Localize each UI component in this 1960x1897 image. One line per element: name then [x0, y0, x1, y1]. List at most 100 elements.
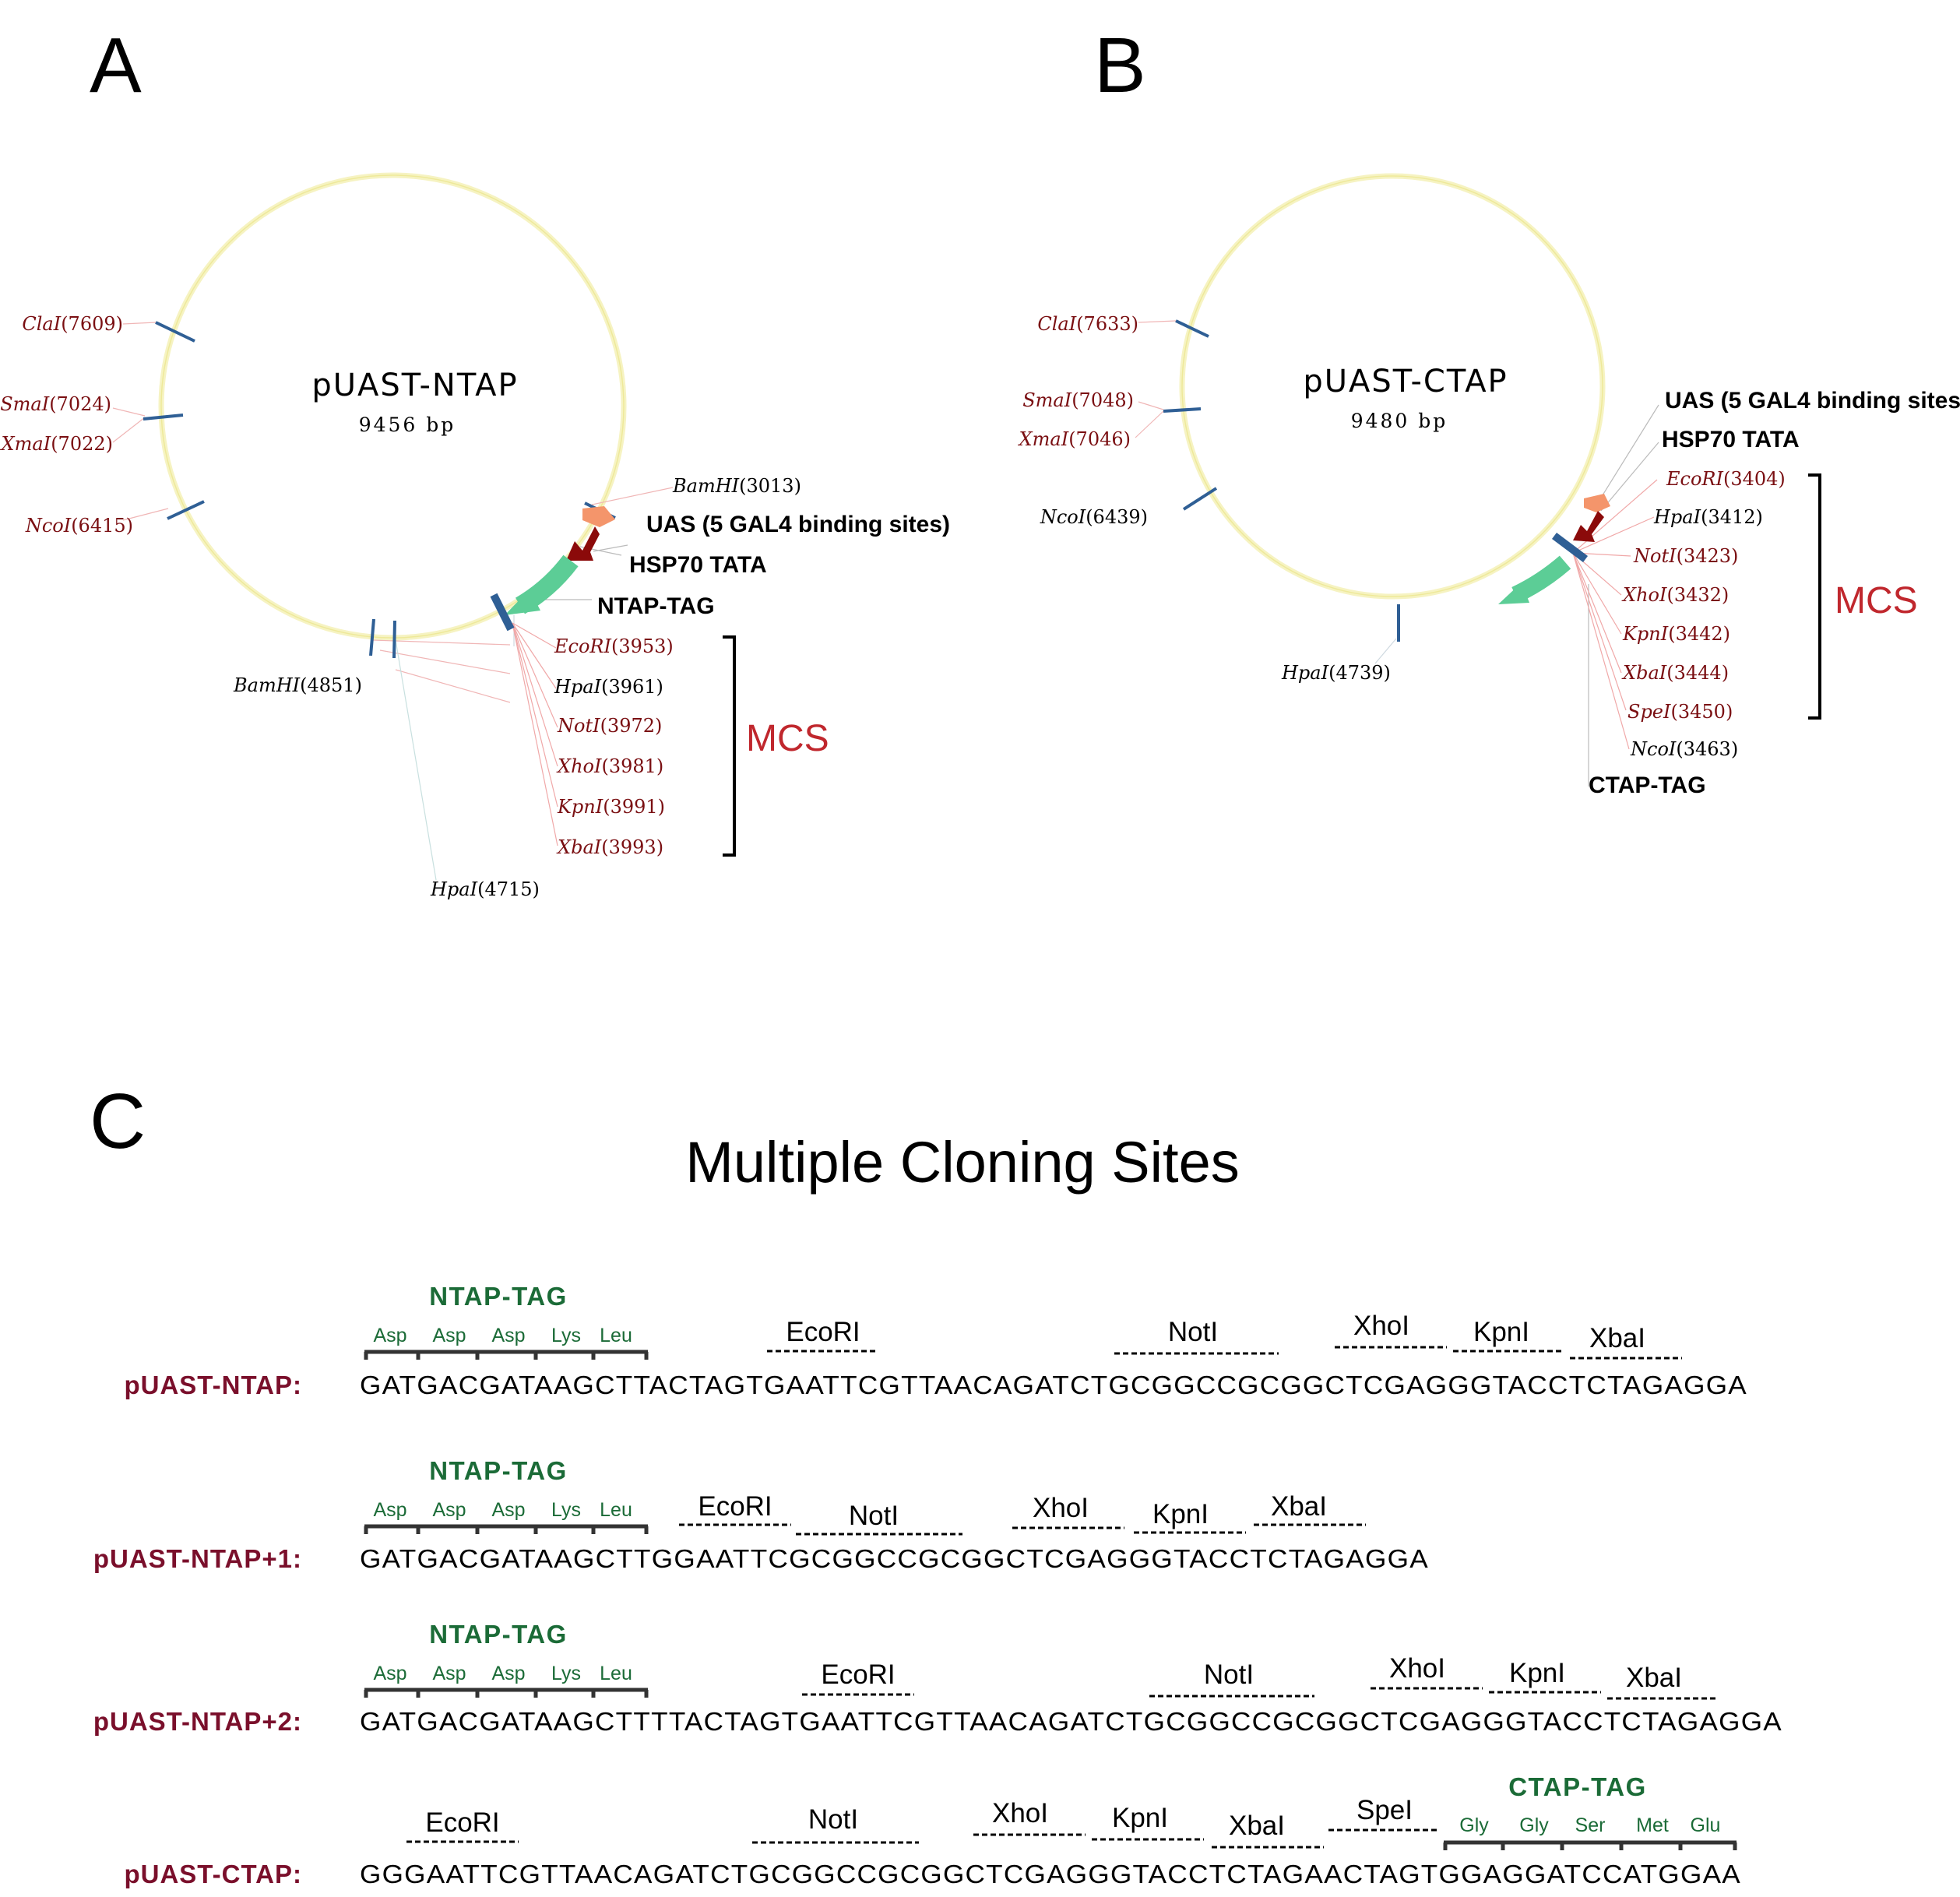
tag-codon-bar	[364, 1688, 649, 1698]
plasmid-map-ctap: pUAST-CTAP 9480 bp	[1018, 173, 1960, 798]
mcs-bracket	[1808, 473, 1821, 720]
map-a-name: pUAST-NTAP	[311, 368, 518, 403]
row-label: pUAST-NTAP+2:	[93, 1707, 302, 1736]
residue: Glu	[1691, 1814, 1721, 1836]
mcs-site-xbai: XbaI(3993)	[556, 836, 663, 858]
tag-codon-bar	[364, 1350, 649, 1360]
tag-name: CTAP-TAG	[1508, 1772, 1647, 1801]
enzyme-ecori: EcoRI	[425, 1807, 499, 1838]
enzyme-noti: NotI	[1204, 1659, 1254, 1690]
feature-ntap-tag: NTAP-TAG	[597, 593, 715, 619]
residue: Asp	[373, 1663, 406, 1684]
ctap-tag-arrowhead	[1498, 582, 1529, 604]
residue: Gly	[1519, 1814, 1549, 1836]
residue: Asp	[491, 1499, 525, 1521]
mcs-row-ntap-plus1: pUAST-NTAP+1: GATGACGATAAGCTTGGAATTCGCGG…	[93, 1456, 1429, 1573]
enzyme-kpni: KpnI	[1152, 1499, 1209, 1529]
map-a-size: 9456 bp	[359, 414, 456, 436]
dna-sequence: GATGACGATAAGCTTTTACTAGTGAATTCGTTAACAGATC…	[360, 1707, 1782, 1736]
dna-sequence: GATGACGATAAGCTTACTAGTGAATTCGTTAACAGATCTG…	[360, 1371, 1747, 1399]
mcs-bracket	[723, 635, 736, 857]
panel-label-c: C	[90, 1078, 146, 1165]
residue: Asp	[373, 1325, 406, 1346]
mcs-site-spei: SpeI(3450)	[1627, 701, 1733, 723]
panel-label-b: B	[1094, 22, 1146, 109]
mcs-row-ntap: pUAST-NTAP: GATGACGATAAGCTTACTAGTGAATTCG…	[124, 1282, 1747, 1399]
enzyme-xhoi: XhoI	[1033, 1493, 1089, 1523]
enzyme-kpni: KpnI	[1509, 1658, 1565, 1688]
mcs-site-ecori: EcoRI(3404)	[1666, 468, 1786, 490]
residue: Asp	[373, 1499, 406, 1521]
row-label: pUAST-NTAP+1:	[93, 1544, 302, 1573]
site-smai: SmaI(7024)	[0, 393, 111, 415]
dna-sequence: GATGACGATAAGCTTGGAATTCGCGGCCGCGGCTCGAGGG…	[360, 1544, 1429, 1573]
site-ncoi: NcoI(6415)	[25, 515, 133, 537]
tag-codon-bar	[1443, 1840, 1737, 1850]
enzyme-ecori: EcoRI	[821, 1659, 895, 1690]
site-xmai: XmaI(7022)	[0, 433, 113, 455]
residue: Leu	[600, 1499, 632, 1521]
enzyme-xhoi: XhoI	[1389, 1653, 1445, 1684]
plasmid-map-ntap: pUAST-NTAP 9456 bp	[0, 172, 950, 900]
mcs-site-noti: NotI(3972)	[557, 715, 662, 737]
tata-arrow	[1573, 511, 1604, 542]
leader-lines	[112, 322, 674, 881]
residue-labels: Asp Asp Asp Lys Leu	[373, 1325, 632, 1346]
mcs-block	[1552, 533, 1588, 562]
residue: Gly	[1459, 1814, 1489, 1836]
mcs-site-kpni: KpnI(3442)	[1622, 623, 1730, 645]
residue: Lys	[551, 1325, 581, 1346]
residue: Asp	[491, 1325, 525, 1346]
map-b-name: pUAST-CTAP	[1303, 364, 1508, 399]
residue: Met	[1636, 1814, 1669, 1836]
enzyme-dash-lines	[767, 1346, 1682, 1360]
mcs-site-noti: NotI(3423)	[1633, 545, 1738, 567]
row-label: pUAST-NTAP:	[124, 1371, 302, 1399]
enzyme-xbai: XbaI	[1626, 1663, 1682, 1693]
site-hpai-4715: HpaI(4715)	[430, 878, 540, 900]
mcs-panel-title: Multiple Cloning Sites	[685, 1130, 1240, 1195]
enzyme-spei: SpeI	[1357, 1795, 1413, 1825]
residue: Asp	[432, 1499, 466, 1521]
site-bamhi-3013: BamHI(3013)	[672, 475, 801, 497]
residue-labels: Asp Asp Asp Lys Leu	[373, 1499, 632, 1521]
tag-name: NTAP-TAG	[429, 1282, 568, 1311]
enzyme-noti: NotI	[808, 1804, 858, 1835]
enzyme-noti: NotI	[1168, 1317, 1218, 1347]
feature-uas: UAS (5 GAL4 binding sites)	[1665, 388, 1960, 414]
residue: Leu	[600, 1663, 632, 1684]
site-smai: SmaI(7048)	[1022, 389, 1134, 411]
enzyme-dash-lines	[679, 1523, 1366, 1536]
site-ticks	[143, 321, 616, 659]
site-ticks	[1163, 319, 1400, 642]
dna-sequence: GGGAATTCGTTAACAGATCTGCGGCCGCGGCTCGAGGGTA…	[360, 1860, 1741, 1888]
enzyme-dash-lines	[406, 1828, 1439, 1849]
enzyme-kpni: KpnI	[1112, 1803, 1168, 1833]
row-label: pUAST-CTAP:	[124, 1860, 302, 1888]
mcs-site-xhoi: XhoI(3981)	[556, 755, 663, 777]
residue-labels: Asp Asp Asp Lys Leu	[373, 1663, 632, 1684]
mcs-site-ecori: EcoRI(3953)	[554, 635, 674, 657]
plasmid-backbone-inner	[160, 174, 625, 639]
enzyme-xbai: XbaI	[1271, 1491, 1327, 1522]
enzyme-xbai: XbaI	[1589, 1323, 1645, 1353]
residue: Lys	[551, 1499, 581, 1521]
mcs-site-xhoi: XhoI(3432)	[1621, 584, 1729, 606]
mcs-site-ncoi-3463: NcoI(3463)	[1630, 738, 1738, 760]
panel-label-a: A	[90, 22, 142, 109]
enzyme-ecori: EcoRI	[786, 1317, 860, 1347]
feature-hsp70-tata: HSP70 TATA	[1662, 427, 1800, 452]
uas-arrow	[582, 506, 615, 527]
uas-arrow	[1584, 494, 1610, 512]
mcs-block	[490, 593, 515, 632]
tag-name: NTAP-TAG	[429, 1620, 568, 1649]
mcs-site-kpni: KpnI(3991)	[557, 796, 665, 818]
site-clai: ClaI(7609)	[22, 313, 123, 335]
mcs-site-hpai: HpaI(3961)	[554, 676, 663, 698]
residue: Asp	[432, 1325, 466, 1346]
enzyme-dash-lines	[802, 1687, 1718, 1700]
site-clai: ClaI(7633)	[1037, 313, 1138, 335]
mcs-row-ctap: pUAST-CTAP: GGGAATTCGTTAACAGATCTGCGGCCGC…	[124, 1772, 1741, 1888]
enzyme-kpni: KpnI	[1473, 1317, 1529, 1347]
enzyme-xhoi: XhoI	[992, 1798, 1048, 1828]
